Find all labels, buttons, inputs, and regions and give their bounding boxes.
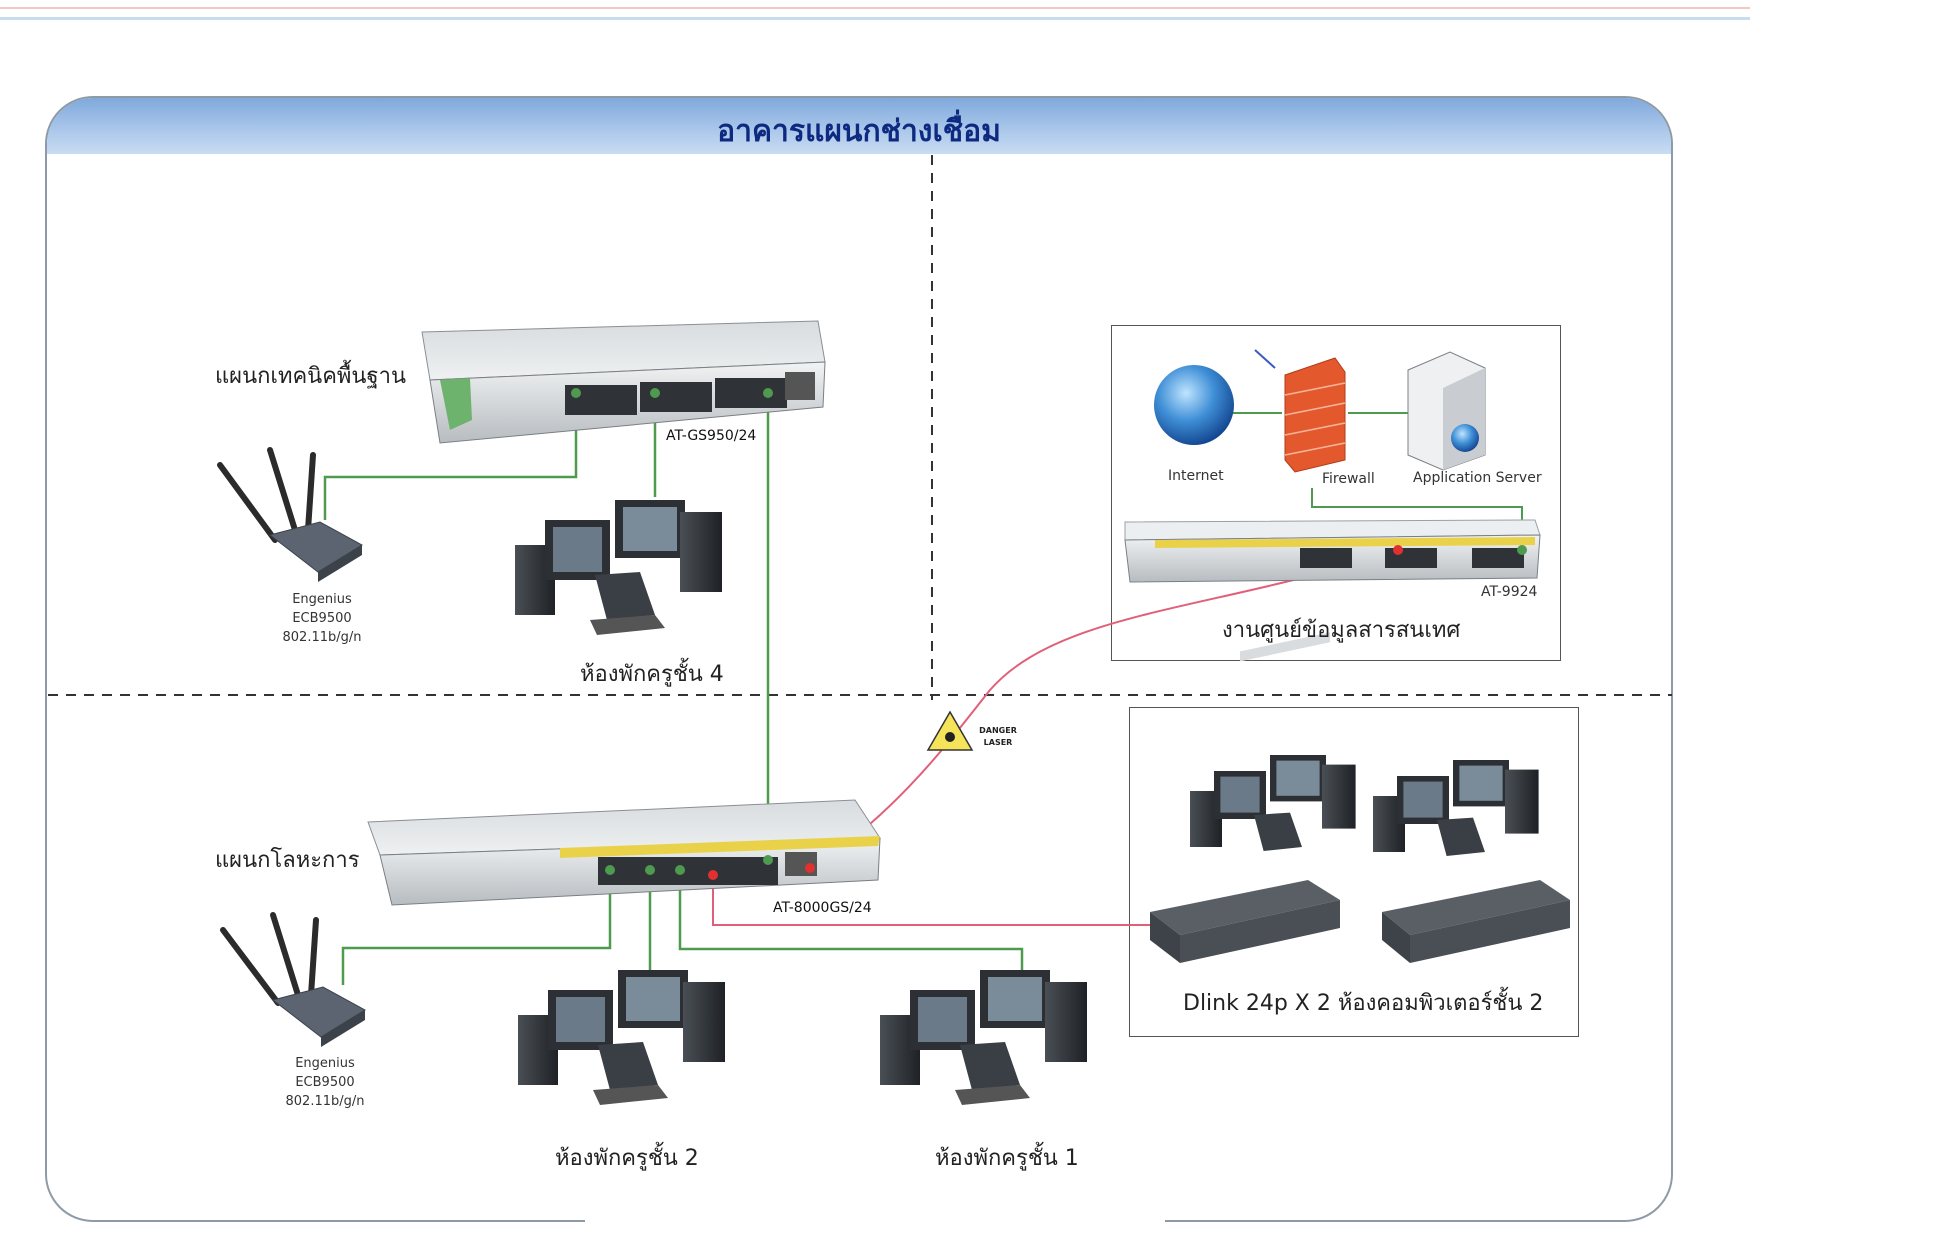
top-decor-line-blue xyxy=(0,17,1750,20)
access-point-top-device xyxy=(217,447,363,582)
pc-group-teacher2 xyxy=(518,970,725,1105)
access-point-bottom-device xyxy=(220,912,366,1047)
pc-group-lab-right xyxy=(1373,760,1539,856)
switch-at-8000gs xyxy=(367,799,881,906)
laser-warning-line1: DANGER xyxy=(979,726,1017,735)
switch-label-bottom: AT-8000GS/24 xyxy=(773,900,872,916)
laser-warning-text: DANGER LASER xyxy=(978,725,1018,749)
fiber-links xyxy=(712,549,1399,926)
firewall-label: Firewall xyxy=(1322,471,1375,487)
ap-top-standard: 802.11b/g/n xyxy=(282,630,362,645)
pc-group-teacher4 xyxy=(515,500,722,635)
datacenter-title: งานศูนย์ข้อมูลสารสนเทศ xyxy=(1222,618,1461,643)
application-server-label: Application Server xyxy=(1413,470,1542,486)
application-server-icon xyxy=(1407,351,1486,471)
dlink-switch-right xyxy=(1382,880,1570,963)
switch-label-top: AT-GS950/24 xyxy=(666,428,757,444)
internet-globe-icon xyxy=(1154,365,1234,445)
core-switch-at-9924 xyxy=(1124,519,1541,583)
ap-bottom-model: ECB9500 xyxy=(295,1075,355,1090)
switch-at-gs950 xyxy=(421,320,826,444)
pc-group-teacher1 xyxy=(880,970,1087,1105)
dlink-switch-left xyxy=(1150,632,1340,963)
dept-label-basic-tech: แผนกเทคนิคพื้นฐาน xyxy=(215,364,406,389)
room-label-teacher1: ห้องพักครูชั้น 1 xyxy=(935,1146,1079,1171)
room-label-teacher4: ห้องพักครูชั้น 4 xyxy=(580,662,724,687)
copper-links-top xyxy=(323,393,770,870)
access-point-bottom-label: Engenius ECB9500 802.11b/g/n xyxy=(275,1054,375,1111)
laser-warning-icon xyxy=(926,710,974,751)
internet-label: Internet xyxy=(1168,468,1224,484)
ap-top-model: ECB9500 xyxy=(292,611,352,626)
switch-label-core: AT-9924 xyxy=(1481,584,1538,600)
building-title: อาคารแผนกช่างเชื่อม xyxy=(717,114,1001,149)
computer-lab-title: Dlink 24p X 2 ห้องคอมพิวเตอร์ชั้น 2 xyxy=(1183,991,1544,1016)
ap-top-brand: Engenius xyxy=(292,592,352,607)
top-decor-line-pink xyxy=(0,7,1750,9)
room-label-teacher2: ห้องพักครูชั้น 2 xyxy=(555,1146,699,1171)
building-header: อาคารแผนกช่างเชื่อม xyxy=(47,98,1671,154)
pc-group-lab-left xyxy=(1190,755,1356,851)
laser-warning-line2: LASER xyxy=(983,738,1013,747)
ap-bottom-standard: 802.11b/g/n xyxy=(285,1094,365,1109)
firewall-icon xyxy=(1254,349,1346,473)
ap-bottom-brand: Engenius xyxy=(295,1056,355,1071)
frame-bottom-gap xyxy=(585,1212,1165,1226)
building-frame: อาคารแผนกช่างเชื่อม xyxy=(45,96,1673,1222)
dept-label-metalwork: แผนกโลหะการ xyxy=(215,848,360,873)
access-point-top-label: Engenius ECB9500 802.11b/g/n xyxy=(272,590,372,647)
